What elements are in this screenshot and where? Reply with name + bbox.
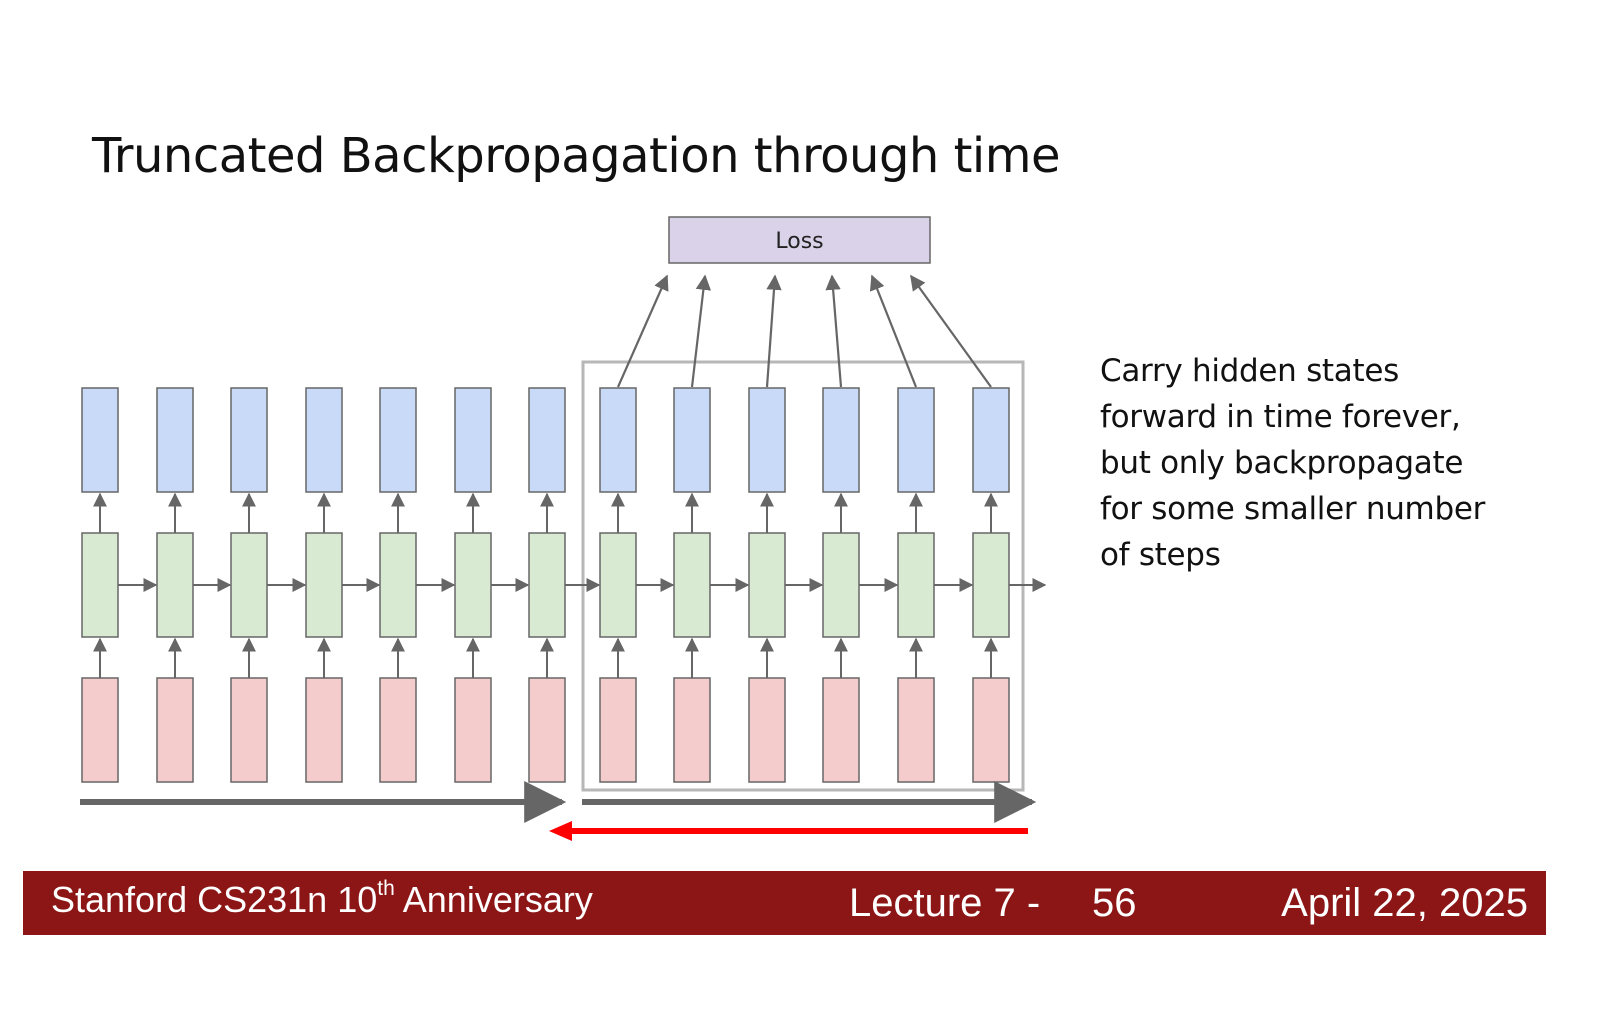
input-cell xyxy=(305,677,343,783)
input-cell xyxy=(528,677,566,783)
input-cell xyxy=(748,677,786,783)
hidden-cell xyxy=(673,532,711,638)
hidden-cell xyxy=(972,532,1010,638)
output-cell xyxy=(599,387,637,493)
truncation-window xyxy=(581,360,1025,792)
output-to-loss-arrow xyxy=(690,274,712,388)
hidden-cell xyxy=(748,532,786,638)
tbptt-diagram: Loss xyxy=(80,216,1047,841)
input-cell xyxy=(599,677,637,783)
output-to-loss-arrow xyxy=(825,274,843,388)
footer-page-number: 56 xyxy=(1092,881,1137,925)
output-to-loss-arrow xyxy=(869,274,918,388)
output-cell xyxy=(81,387,119,493)
footer-bar: Stanford CS231n 10th Anniversary Lecture… xyxy=(23,871,1546,935)
footer-course-name: Stanford CS231n 10 xyxy=(51,879,378,920)
output-cell xyxy=(528,387,566,493)
hidden-cell xyxy=(156,532,194,638)
hidden-cell xyxy=(379,532,417,638)
input-cell xyxy=(897,677,935,783)
footer-lecture: Lecture 7 - xyxy=(849,881,1041,925)
input-cell xyxy=(673,677,711,783)
output-to-loss-arrow xyxy=(910,274,992,388)
slide-title: Truncated Backpropagation through time xyxy=(92,128,1061,184)
output-cell xyxy=(972,387,1010,493)
footer-course: Stanford CS231n 10th Anniversary xyxy=(51,877,593,921)
input-cell xyxy=(972,677,1010,783)
input-cell xyxy=(379,677,417,783)
output-cell xyxy=(673,387,711,493)
output-cell xyxy=(379,387,417,493)
output-cell xyxy=(822,387,860,493)
output-cell xyxy=(156,387,194,493)
note-line-5: of steps xyxy=(1100,537,1221,573)
input-cell xyxy=(454,677,492,783)
input-cell xyxy=(156,677,194,783)
output-to-loss-arrow xyxy=(616,274,669,388)
footer-course-suffix: Anniversary xyxy=(394,879,593,920)
input-cell xyxy=(230,677,268,783)
input-cell xyxy=(81,677,119,783)
note-line-3: but only backpropagate xyxy=(1100,445,1464,481)
output-cell xyxy=(230,387,268,493)
footer-course-sup: th xyxy=(377,877,395,900)
output-to-loss-arrow xyxy=(765,274,782,388)
loss-box xyxy=(668,216,931,264)
note-line-2: forward in time forever, xyxy=(1100,399,1461,435)
output-cell xyxy=(897,387,935,493)
hidden-cell xyxy=(305,532,343,638)
explanation-note: Carry hidden states forward in time fore… xyxy=(1100,348,1570,578)
output-cell xyxy=(748,387,786,493)
hidden-cell xyxy=(897,532,935,638)
backprop-arrow-head xyxy=(549,821,572,841)
hidden-cell xyxy=(822,532,860,638)
note-line-1: Carry hidden states xyxy=(1100,353,1399,389)
note-line-4: for some smaller number xyxy=(1100,491,1486,527)
hidden-cell xyxy=(528,532,566,638)
hidden-cell xyxy=(454,532,492,638)
input-cell xyxy=(822,677,860,783)
hidden-cell xyxy=(230,532,268,638)
footer-date: April 22, 2025 xyxy=(1281,881,1528,925)
output-cell xyxy=(305,387,343,493)
output-cell xyxy=(454,387,492,493)
hidden-cell xyxy=(599,532,637,638)
loss-label: Loss xyxy=(775,229,823,254)
hidden-cell xyxy=(81,532,119,638)
